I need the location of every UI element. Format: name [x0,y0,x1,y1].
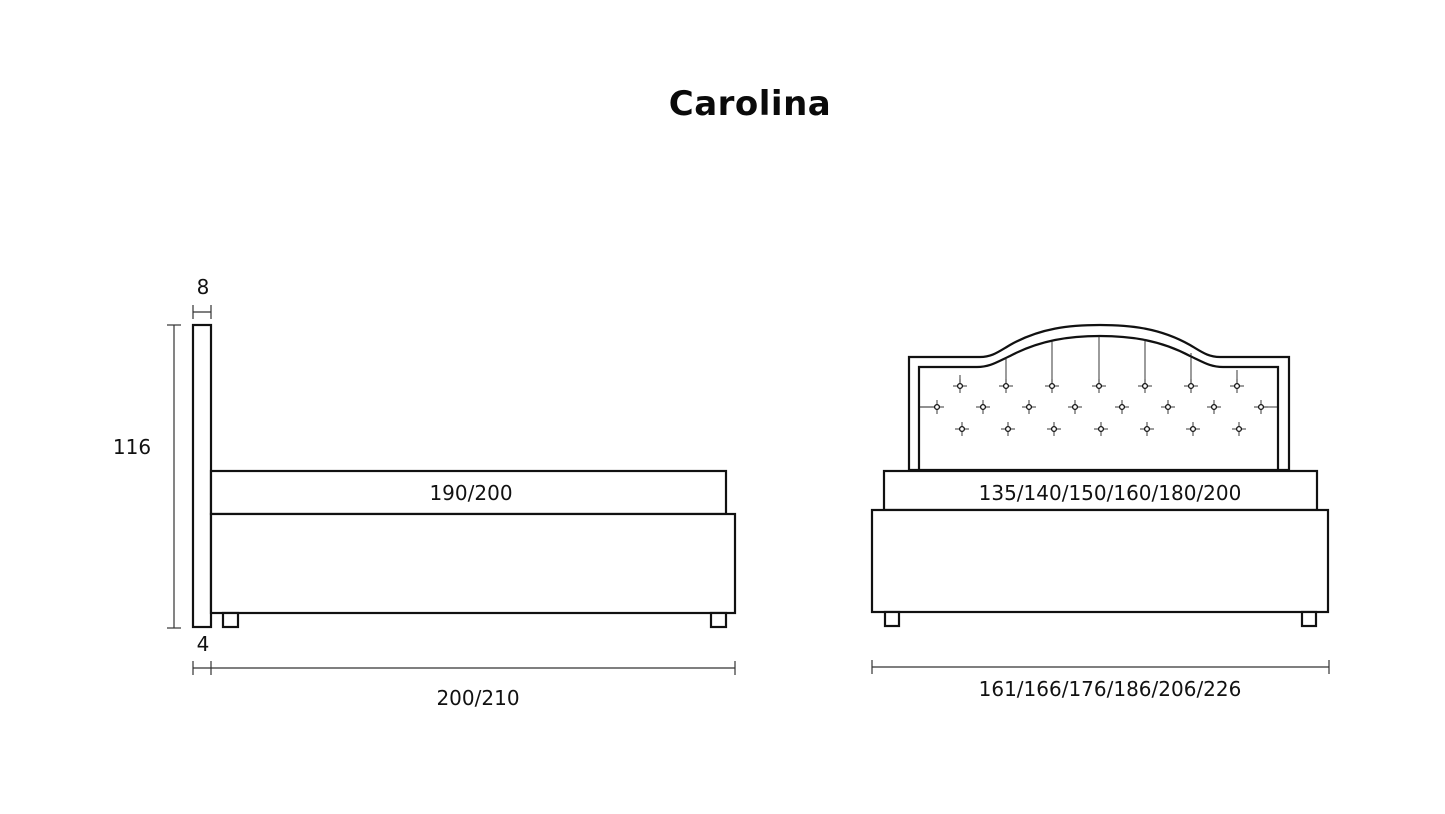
mattress-width-label: 135/140/150/160/180/200 [979,481,1242,505]
bed-base-front [870,508,1330,614]
mattress-length-label: 190/200 [429,481,512,505]
leg-right [1300,610,1318,628]
leg-front [221,611,240,629]
leg-left [883,610,901,628]
mattress-side [209,469,728,516]
product-title: Carolina [668,84,832,124]
length-dimension: 200/210 [192,661,736,710]
width-dimension: 161/166/176/186/206/226 [871,660,1330,701]
side-view: 8 116 190/200 4 200/210 [113,275,737,710]
total-length-label: 200/210 [436,686,519,710]
bed-base-side [209,512,737,615]
front-view: 135/140/150/160/180/200 161/166/176/186/… [870,323,1330,701]
headboard-inner [917,334,1280,472]
tufting-buttons [930,379,1268,436]
headboard-thickness-dimension: 8 [192,275,212,319]
height-label: 116 [113,435,151,459]
leg-back [709,611,728,629]
leg-gap-label: 4 [197,632,210,656]
total-width-label: 161/166/176/186/206/226 [979,677,1242,701]
headboard-side [191,323,213,629]
height-dimension: 116 [113,324,181,629]
headboard-thickness-label: 8 [197,275,210,299]
